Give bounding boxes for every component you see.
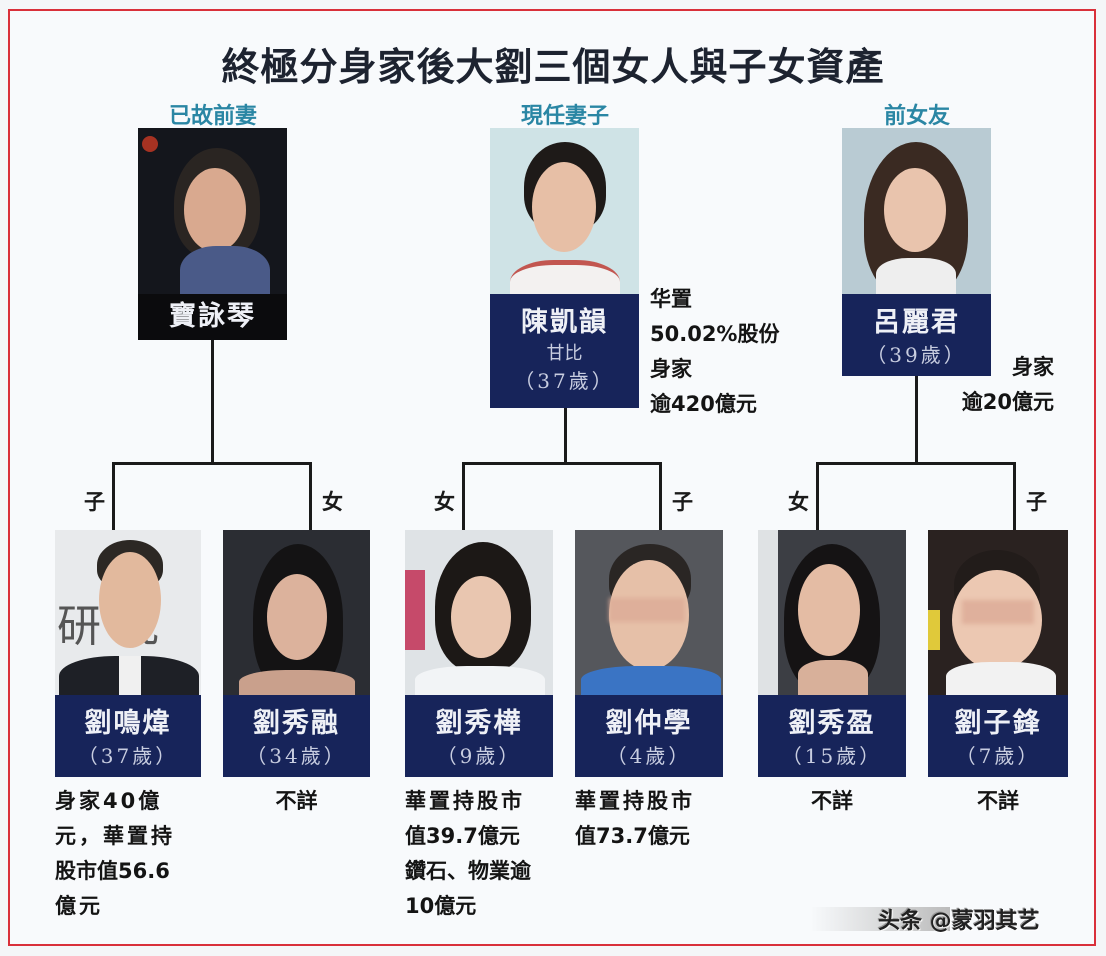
child-photo-2 xyxy=(405,530,553,696)
parent-photo-2 xyxy=(842,128,991,294)
asset-line: 華置持股市 xyxy=(575,789,695,813)
parent-nameplate-1: 陳凱韻 甘比 （37歲） xyxy=(490,294,639,408)
parent-card-0: 寶詠琴 xyxy=(138,128,287,340)
child-assets-0: 身家40億 元，華置持 股市值56.6 億元 xyxy=(55,784,205,924)
child-nameplate-0: 劉鳴煒 （37歲） xyxy=(55,695,201,777)
asset-line: 身家 xyxy=(1012,355,1054,379)
asset-line: 億元 xyxy=(55,894,103,918)
child-assets-1: 不詳 xyxy=(223,784,370,819)
child-nameplate-2: 劉秀樺 （9歲） xyxy=(405,695,553,777)
child-name: 劉仲學 xyxy=(605,708,693,739)
child-assets-3: 華置持股市 值73.7億元 xyxy=(575,784,735,854)
child-name: 劉秀樺 xyxy=(435,708,523,739)
child-assets-4: 不詳 xyxy=(758,784,906,819)
asset-line: 50.02%股份 xyxy=(650,322,780,346)
child-name: 劉鳴煒 xyxy=(84,708,172,739)
relation-label: 女 xyxy=(788,490,809,514)
asset-line: 不詳 xyxy=(275,789,318,813)
relation-label: 子 xyxy=(672,490,693,514)
child-photo-4 xyxy=(758,530,906,696)
parent-nameplate-2: 呂麗君 （39歲） xyxy=(842,294,991,376)
child-age: （4歲） xyxy=(606,744,692,768)
watermark: 头条 @蒙羽其艺 xyxy=(878,909,1040,934)
child-name: 劉秀融 xyxy=(253,708,340,739)
child-age: （37歲） xyxy=(77,744,179,768)
asset-line: 逾20億元 xyxy=(961,390,1054,414)
child-nameplate-1: 劉秀融 （34歲） xyxy=(223,695,370,777)
asset-line: 身家40億 xyxy=(55,789,163,813)
role-label-current-wife: 現任妻子 xyxy=(520,104,609,129)
child-age: （9歲） xyxy=(436,744,522,768)
child-card-5: 劉子鋒 （7歲） xyxy=(928,530,1068,777)
child-card-0: 研 究 劉鳴煒 （37歲） xyxy=(55,530,201,777)
relation-label: 子 xyxy=(1026,490,1047,514)
child-age: （7歲） xyxy=(955,744,1041,768)
child-photo-5 xyxy=(928,530,1068,696)
watermark-bar xyxy=(810,907,950,931)
relation-label: 女 xyxy=(322,490,343,514)
tree-line xyxy=(1013,462,1016,530)
asset-line: 值39.7億元 xyxy=(405,824,520,848)
tree-line xyxy=(915,376,918,463)
parent-name: 呂麗君 xyxy=(873,307,960,338)
tree-line xyxy=(659,462,662,530)
child-name: 劉子鋒 xyxy=(954,708,1042,739)
child-nameplate-4: 劉秀盈 （15歲） xyxy=(758,695,906,777)
asset-line: 值73.7億元 xyxy=(575,824,690,848)
tree-line xyxy=(564,408,567,463)
child-photo-1 xyxy=(223,530,370,696)
tree-line xyxy=(816,462,819,530)
parent-card-2: 呂麗君 （39歲） xyxy=(842,128,991,376)
parent-name: 寶詠琴 xyxy=(169,301,256,332)
child-age: （34歲） xyxy=(246,744,347,768)
tree-line xyxy=(462,462,662,465)
asset-line: 身家 xyxy=(650,357,692,381)
relation-label: 女 xyxy=(434,490,455,514)
child-photo-3 xyxy=(575,530,723,696)
parent-nameplate-0: 寶詠琴 xyxy=(138,294,287,340)
tree-line xyxy=(816,462,1016,465)
child-name: 劉秀盈 xyxy=(788,708,876,739)
parent-photo-0 xyxy=(138,128,287,294)
asset-line: 股市值56.6 xyxy=(55,859,170,883)
parent-name: 陳凱韻 xyxy=(521,307,608,338)
parent-nickname: 甘比 xyxy=(546,343,583,364)
asset-line: 不詳 xyxy=(977,789,1019,813)
asset-line: 元，華置持 xyxy=(55,824,175,848)
asset-line: 逾420億元 xyxy=(650,392,757,416)
parent-assets-2: 身家 逾20億元 xyxy=(936,350,1054,420)
role-label-ex-girlfriend: 前女友 xyxy=(883,104,950,129)
asset-line: 華置持股市 xyxy=(405,789,525,813)
asset-line: 10億元 xyxy=(405,894,477,918)
child-card-4: 劉秀盈 （15歲） xyxy=(758,530,906,777)
parent-assets-1: 华置 50.02%股份 身家 逾420億元 xyxy=(650,282,779,422)
child-assets-5: 不詳 xyxy=(928,784,1068,819)
child-photo-0: 研 究 xyxy=(55,530,201,696)
tree-line xyxy=(112,462,115,530)
asset-line: 鑽石、物業逾 xyxy=(405,859,531,883)
child-card-1: 劉秀融 （34歲） xyxy=(223,530,370,777)
page-title: 終極分身家後大劉三個女人與子女資產 xyxy=(221,45,885,89)
asset-line: 华置 xyxy=(650,287,692,311)
parent-age: （39歲） xyxy=(866,343,967,367)
relation-label: 子 xyxy=(84,490,105,514)
parent-photo-1 xyxy=(490,128,639,294)
tree-line xyxy=(462,462,465,530)
child-card-3: 劉仲學 （4歲） xyxy=(575,530,723,777)
asset-line: 不詳 xyxy=(811,789,853,813)
tree-line xyxy=(112,462,312,465)
parent-age: （37歲） xyxy=(514,369,615,393)
tree-line xyxy=(309,462,312,530)
child-nameplate-5: 劉子鋒 （7歲） xyxy=(928,695,1068,777)
child-assets-2: 華置持股市 值39.7億元 鑽石、物業逾 10億元 xyxy=(405,784,565,924)
parent-card-1: 陳凱韻 甘比 （37歲） xyxy=(490,128,639,408)
tree-line xyxy=(211,340,214,463)
role-label-late-ex-wife: 已故前妻 xyxy=(168,104,257,129)
child-age: （15歲） xyxy=(781,744,883,768)
child-nameplate-3: 劉仲學 （4歲） xyxy=(575,695,723,777)
child-card-2: 劉秀樺 （9歲） xyxy=(405,530,553,777)
